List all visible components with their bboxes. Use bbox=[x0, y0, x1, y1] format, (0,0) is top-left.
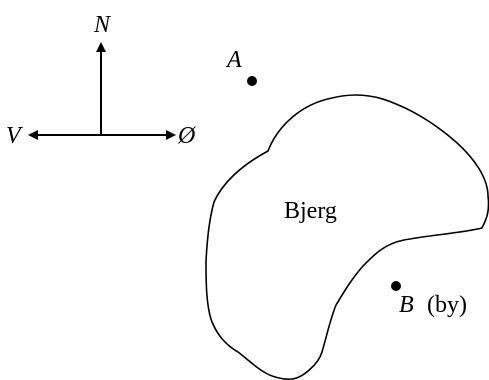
point-b: B (by) bbox=[391, 281, 467, 318]
compass-east-label: Ø bbox=[177, 123, 197, 149]
point-a-label: A bbox=[225, 47, 242, 73]
compass-west-label: V bbox=[6, 123, 23, 149]
compass-north-label: N bbox=[93, 12, 112, 38]
point-a-marker bbox=[247, 76, 257, 86]
mountain-outline bbox=[205, 94, 489, 380]
point-a: A bbox=[225, 47, 257, 86]
point-b-marker bbox=[391, 281, 401, 291]
compass: N V Ø bbox=[6, 12, 197, 149]
point-b-label: B bbox=[399, 292, 414, 318]
point-b-note: (by) bbox=[427, 292, 467, 318]
mountain-label: Bjerg bbox=[284, 198, 337, 224]
